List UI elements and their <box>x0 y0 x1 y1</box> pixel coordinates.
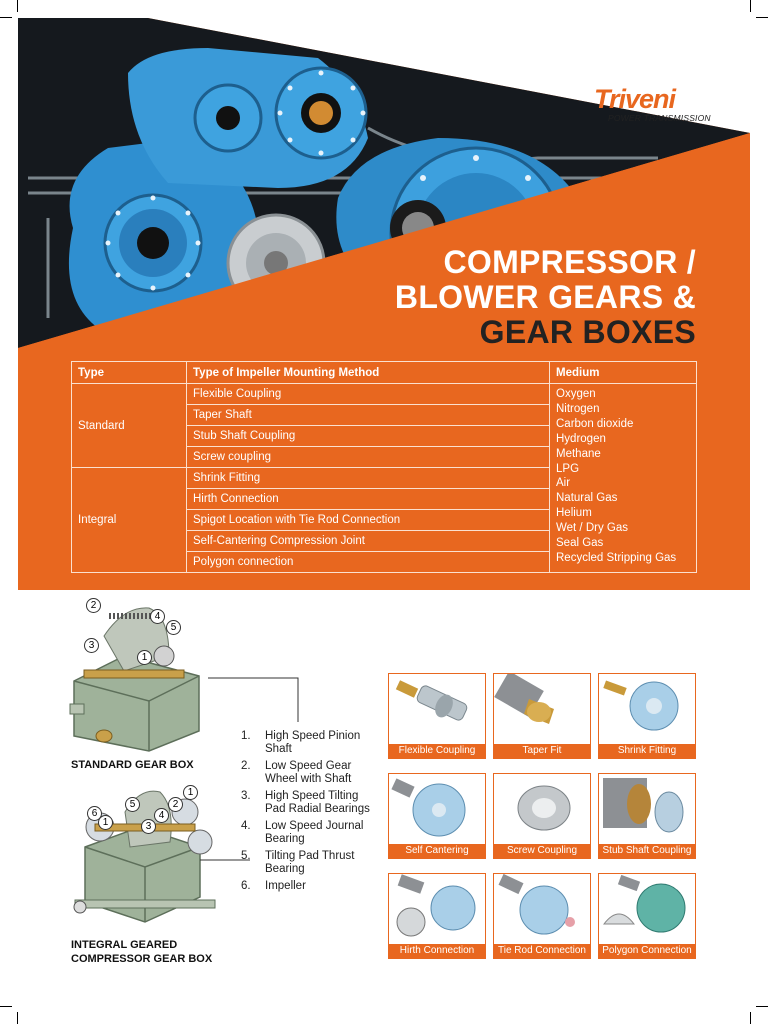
thumbnail-caption: Stub Shaft Coupling <box>599 844 695 858</box>
medium-item: Hydrogen <box>556 432 606 445</box>
table-row: Taper Shaft <box>72 404 697 426</box>
thumbnail-taper-fit: Taper Fit <box>493 673 591 759</box>
callout-marker: 5 <box>125 797 140 812</box>
thumbnail-screw-coupling: Screw Coupling <box>493 773 591 859</box>
method-cell: Stub Shaft Coupling <box>186 425 550 447</box>
crop-mark <box>750 0 751 12</box>
medium-item: Air <box>556 477 571 490</box>
thumbnail-caption: Shrink Fitting <box>599 744 695 758</box>
part-name: High Speed Pinion Shaft <box>265 730 361 755</box>
callout-marker: 3 <box>84 638 99 653</box>
thumbnail-tie-rod-connection: Tie Rod Connection <box>493 873 591 959</box>
medium-item: Seal Gas <box>556 537 604 550</box>
thumbnail-hirth-connection: Hirth Connection <box>388 873 486 959</box>
medium-item: Natural Gas <box>556 492 618 505</box>
integral-gearbox-label-2: COMPRESSOR GEAR BOX <box>71 953 213 965</box>
table-header-row: Type Type of Impeller Mounting Method Me… <box>71 361 697 384</box>
triveni-logo: Triveni POWER TRANSMISSION <box>594 84 734 124</box>
method-cell: Screw coupling <box>186 446 550 468</box>
callout-marker: 1 <box>137 650 152 665</box>
integral-gearbox-illustration <box>73 790 216 923</box>
title-line-2: BLOWER GEARS & <box>394 279 696 315</box>
list-item: 1.High Speed Pinion Shaft <box>241 730 361 755</box>
thumbnail-stub-shaft-coupling: Stub Shaft Coupling <box>598 773 696 859</box>
callout-marker: 6 <box>87 806 102 821</box>
thumbnail-caption: Tie Rod Connection <box>494 944 590 958</box>
medium-item: Methane <box>556 447 601 460</box>
medium-item: Oxygen <box>556 388 596 400</box>
thumbnail-caption: Hirth Connection <box>389 944 485 958</box>
callout-marker: 5 <box>166 620 181 635</box>
crop-mark <box>0 1006 12 1007</box>
method-cell: Spigot Location with Tie Rod Connection <box>186 509 550 531</box>
table-row: Integral Shrink Fitting <box>71 467 697 573</box>
type-standard: Standard <box>71 383 187 468</box>
medium-list: Oxygen Nitrogen Carbon dioxide Hydrogen … <box>549 383 697 573</box>
connector-lines <box>200 677 299 861</box>
crop-mark <box>756 1006 768 1007</box>
thumbnail-caption: Flexible Coupling <box>389 744 485 758</box>
medium-item: Nitrogen <box>556 402 600 415</box>
part-name: Tilting Pad Thrust Bearing <box>265 850 355 875</box>
method-cell: Taper Shaft <box>186 404 550 426</box>
impeller-mounting-table: Type Type of Impeller Mounting Method Me… <box>71 361 697 573</box>
type-integral: Integral <box>71 467 187 573</box>
list-item: 5.Tilting Pad Thrust Bearing <box>241 850 355 875</box>
method-cell: Polygon connection <box>186 551 550 573</box>
thumbnail-shrink-fitting: Shrink Fitting <box>598 673 696 759</box>
medium-item: Carbon dioxide <box>556 417 634 430</box>
standard-gearbox-label: STANDARD GEAR BOX <box>71 759 194 771</box>
brand-name: Triveni <box>594 84 676 114</box>
part-name: Impeller <box>265 880 306 892</box>
medium-item: Wet / Dry Gas <box>556 522 628 535</box>
table-row: Polygon connection <box>72 551 697 573</box>
callout-marker: 2 <box>86 598 101 613</box>
title-line-1: COMPRESSOR / <box>443 244 696 280</box>
crop-mark <box>756 17 768 18</box>
part-name: Low Speed Gear Wheel with Shaft <box>265 760 352 785</box>
medium-item: Helium <box>556 507 592 520</box>
header-medium: Medium <box>549 361 697 384</box>
medium-item: LPG <box>556 462 580 475</box>
callout-marker: 1 <box>183 785 198 800</box>
header-method: Type of Impeller Mounting Method <box>186 361 550 384</box>
crop-mark <box>17 0 18 12</box>
method-cell: Hirth Connection <box>186 488 550 510</box>
callout-marker: 1 <box>98 815 113 830</box>
thumbnail-flexible-coupling: Flexible Coupling <box>388 673 486 759</box>
list-item: 4.Low Speed Journal Bearing <box>241 820 364 845</box>
method-cell: Self-Cantering Compression Joint <box>186 530 550 552</box>
medium-item: Recycled Stripping Gas <box>556 551 677 564</box>
thumbnail-caption: Polygon Connection <box>599 944 695 958</box>
thumbnail-polygon-connection: Polygon Connection <box>598 873 696 959</box>
integral-gearbox-label-1: INTEGRAL GEARED <box>71 939 178 951</box>
brand-tagline: POWER TRANSMISSION <box>608 113 711 123</box>
thumbnail-caption: Screw Coupling <box>494 844 590 858</box>
callout-marker: 2 <box>168 797 183 812</box>
part-name: High Speed Tilting Pad Radial Bearings <box>265 790 370 815</box>
callout-marker: 3 <box>141 819 156 834</box>
crop-mark <box>750 1012 751 1024</box>
crop-mark <box>0 17 12 18</box>
method-cell: Flexible Coupling <box>186 383 550 405</box>
thumbnail-self-cantering: Self Cantering <box>388 773 486 859</box>
callout-marker: 4 <box>150 609 165 624</box>
standard-gearbox-illustration <box>69 607 200 752</box>
table-row: Standard Flexible Coupling Oxygen Nitrog… <box>71 383 697 573</box>
part-name: Low Speed Journal Bearing <box>265 820 364 845</box>
table-row: Self-Cantering Compression Joint <box>72 530 697 552</box>
method-cell: Shrink Fitting <box>186 467 550 489</box>
header-type: Type <box>71 361 187 384</box>
callout-marker: 4 <box>154 808 169 823</box>
title-line-3: GEAR BOXES <box>479 314 696 350</box>
crop-mark <box>17 1012 18 1024</box>
list-item: 6.Impeller <box>241 880 306 892</box>
table-row: Stub Shaft Coupling <box>72 425 697 447</box>
list-item: 3.High Speed Tilting Pad Radial Bearings <box>241 790 370 815</box>
thumbnail-caption: Taper Fit <box>494 744 590 758</box>
thumbnail-caption: Self Cantering <box>389 844 485 858</box>
parts-list: 1.High Speed Pinion Shaft 2.Low Speed Ge… <box>241 730 381 897</box>
list-item: 2.Low Speed Gear Wheel with Shaft <box>241 760 352 785</box>
